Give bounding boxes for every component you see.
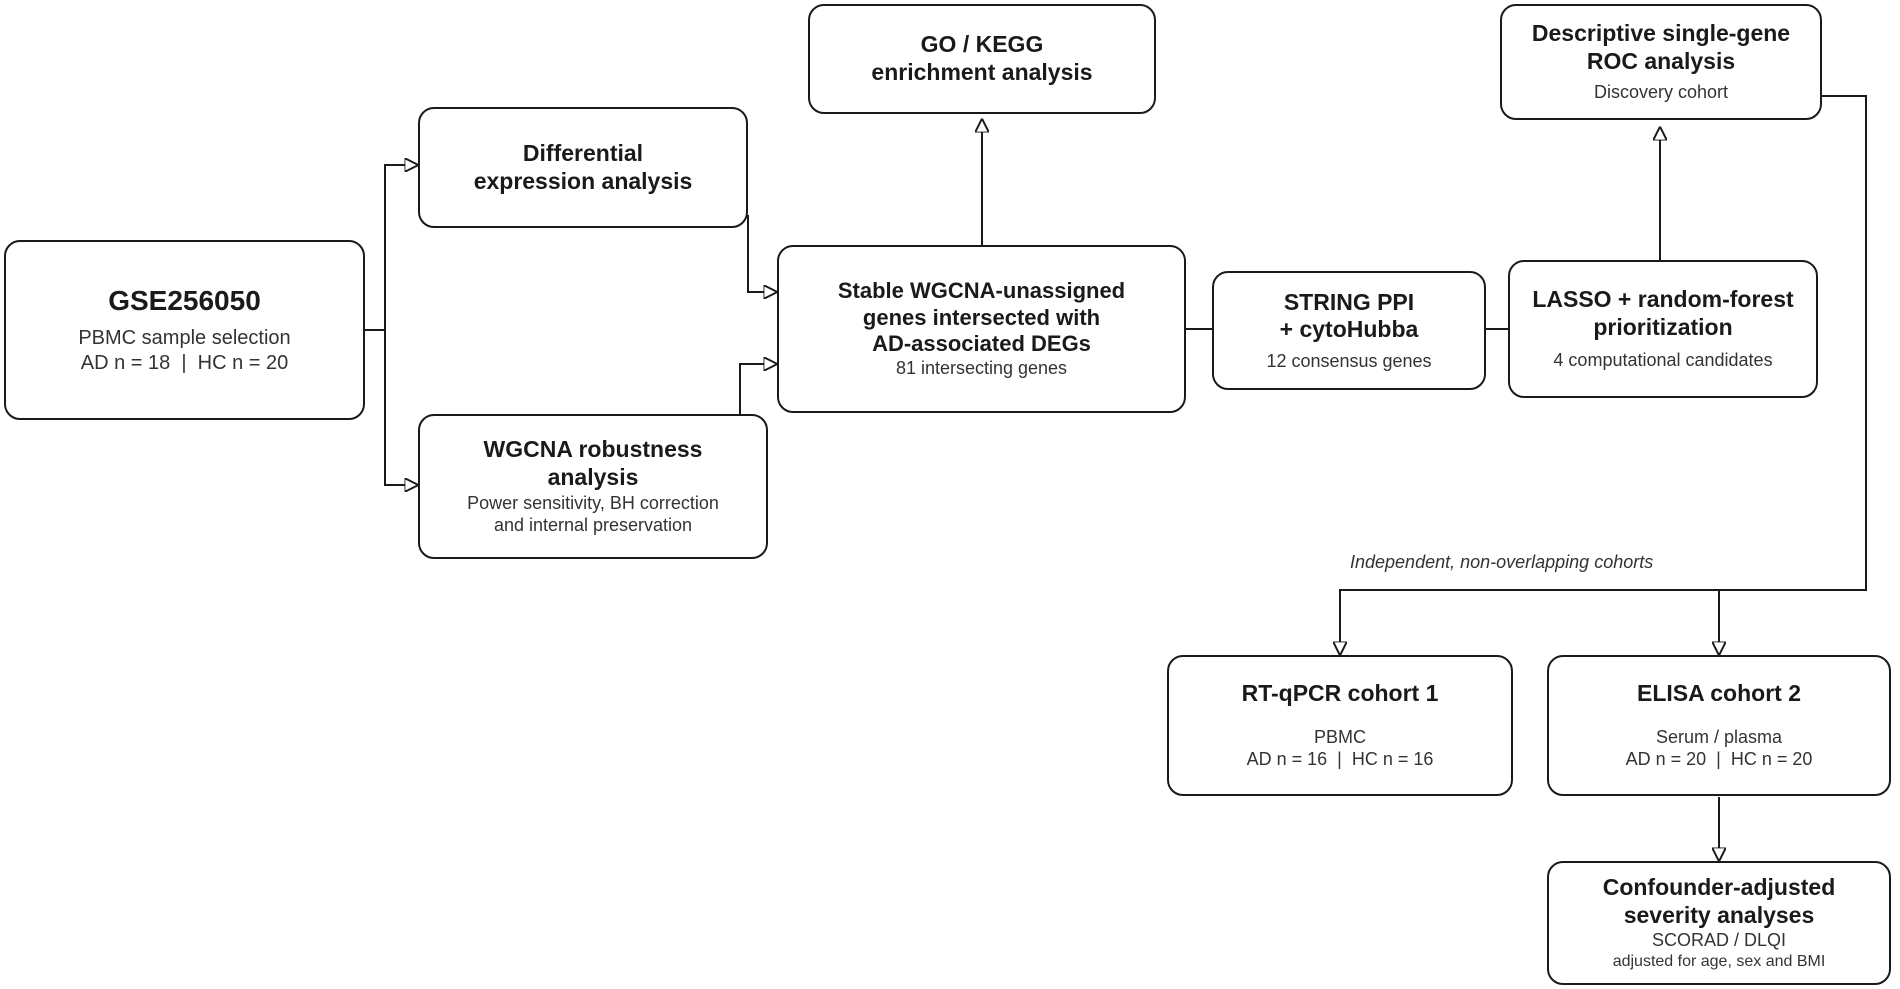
stable-title-line1: Stable WGCNA-unassigned	[837, 278, 1126, 304]
diff-title-line2: expression analysis	[473, 167, 693, 194]
elisa-counts: AD n = 20 | HC n = 20	[1625, 749, 1813, 770]
wgcna-title-line2: analysis	[547, 464, 639, 490]
stable-gene-count: 81 intersecting genes	[895, 358, 1068, 379]
string-title-line1: STRING PPI	[1283, 288, 1415, 315]
roc-title-line1: Descriptive single-gene	[1531, 20, 1791, 47]
edge-wgcna-to-stable	[739, 364, 776, 414]
node-differential-expression: Differential expression analysis	[418, 107, 748, 228]
lasso-candidates: 4 computational candidates	[1553, 350, 1773, 371]
roc-discovery-cohort: Discovery cohort	[1593, 82, 1729, 103]
node-stable-intersection: Stable WGCNA-unassigned genes intersecte…	[777, 245, 1186, 413]
edge-roc-to-cohorts	[1340, 95, 1867, 654]
edge-gse-to-diff	[365, 165, 417, 331]
lasso-title-line1: LASSO + random-forest	[1532, 286, 1794, 313]
node-roc-analysis: Descriptive single-gene ROC analysis Dis…	[1500, 4, 1822, 120]
stable-title-line3: AD-associated DEGs	[872, 330, 1091, 356]
cohorts-caption: Independent, non-overlapping cohorts	[1350, 552, 1654, 572]
lasso-title-line2: prioritization	[1593, 313, 1733, 340]
gse-counts: AD n = 18 | HC n = 20	[80, 351, 289, 374]
node-gse256050: GSE256050 PBMC sample selection AD n = 1…	[4, 240, 365, 420]
rtqpcr-counts: AD n = 16 | HC n = 16	[1246, 749, 1434, 770]
node-wgcna-robustness: WGCNA robustness analysis Power sensitiv…	[418, 414, 768, 559]
confounder-scores: SCORAD / DLQI	[1651, 930, 1787, 951]
node-rt-qpcr-cohort-1: RT-qPCR cohort 1 PBMC AD n = 16 | HC n =…	[1167, 655, 1513, 796]
edge-gse-to-wgcna	[384, 330, 417, 485]
confounder-title-line1: Confounder-adjusted	[1602, 874, 1836, 901]
rtqpcr-sample-type: PBMC	[1313, 726, 1366, 747]
roc-title-line2: ROC analysis	[1586, 47, 1736, 74]
string-title-line2: + cytoHubba	[1279, 316, 1419, 343]
wgcna-sub-line2: and internal preservation	[493, 515, 693, 536]
gse-sample-selection: PBMC sample selection	[78, 326, 291, 349]
node-go-kegg-enrichment: GO / KEGG enrichment analysis	[808, 4, 1156, 114]
go-title-line2: enrichment analysis	[871, 59, 1093, 85]
diff-title-line1: Differential	[522, 139, 644, 166]
node-elisa-cohort-2: ELISA cohort 2 Serum / plasma AD n = 20 …	[1547, 655, 1891, 796]
rtqpcr-title: RT-qPCR cohort 1	[1241, 680, 1439, 707]
node-string-ppi: STRING PPI + cytoHubba 12 consensus gene…	[1212, 271, 1486, 390]
edge-diff-to-stable	[747, 215, 776, 292]
confounder-adjustment: adjusted for age, sex and BMI	[1612, 952, 1826, 970]
wgcna-sub-line1: Power sensitivity, BH correction	[467, 492, 719, 513]
node-confounder-adjusted: Confounder-adjusted severity analyses SC…	[1547, 861, 1891, 985]
string-consensus-genes: 12 consensus genes	[1266, 350, 1432, 371]
node-lasso-random-forest: LASSO + random-forest prioritization 4 c…	[1508, 260, 1818, 398]
confounder-title-line2: severity analyses	[1623, 901, 1815, 928]
elisa-title: ELISA cohort 2	[1637, 680, 1801, 707]
gse-title: GSE256050	[108, 285, 261, 317]
stable-title-line2: genes intersected with	[862, 304, 1101, 330]
wgcna-title-line1: WGCNA robustness	[483, 436, 703, 463]
elisa-sample-type: Serum / plasma	[1655, 726, 1783, 747]
go-title-line1: GO / KEGG	[920, 31, 1044, 58]
